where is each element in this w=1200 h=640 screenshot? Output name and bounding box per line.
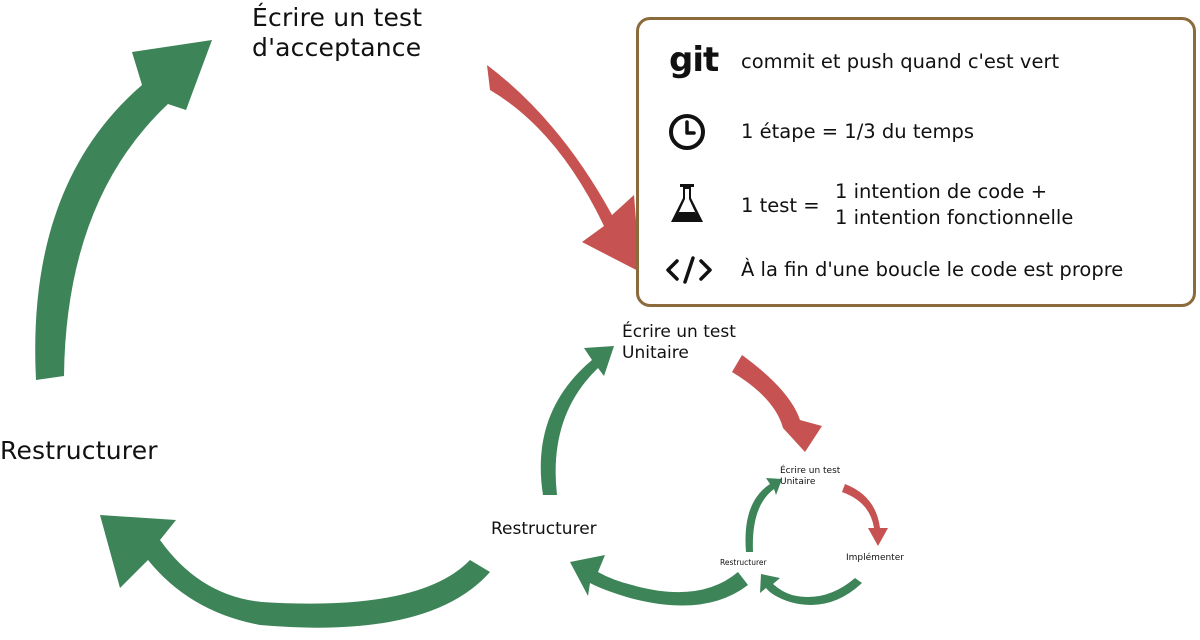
outer-refactor-label: Restructurer [0, 436, 158, 465]
inner-arrow-refactor-to-write [745, 478, 782, 552]
rule-timer-text: 1 étape = 1/3 du temps [741, 120, 975, 143]
outer-arrow-refactor-to-write [35, 40, 213, 380]
middle-arrow-write-to-implement [732, 355, 822, 452]
rule-git-text: commit et push quand c'est vert [741, 50, 1060, 73]
rules-panel: git commit et push quand c'est vert 1 ét… [636, 17, 1196, 307]
outer-arrow-write-to-implement [487, 65, 640, 272]
inner-arrow-implement-to-refactor [760, 574, 862, 605]
inner-refactor-label: Restructurer [720, 558, 767, 567]
middle-refactor-label: Restructurer [491, 519, 597, 539]
inner-arrow-write-to-implement [842, 484, 888, 546]
outer-write-test-label: Écrire un test d'acceptance [252, 3, 423, 62]
middle-arrow-refactor-to-write [540, 346, 614, 495]
inner-implement-label: Implémenter [846, 553, 904, 563]
middle-write-test-label: Écrire un test Unitaire [622, 322, 736, 363]
rule-test-line2: 1 intention fonctionnelle [835, 206, 1074, 229]
rule-test-line1: 1 intention de code + [835, 180, 1048, 203]
inner-write-test-label: Écrire un test Unitaire [780, 466, 841, 487]
rule-clean-text: À la fin d'une boucle le code est propre [741, 258, 1124, 281]
outer-arrow-implement-to-refactor [100, 515, 490, 628]
code-icon [666, 256, 712, 284]
git-logo: git [669, 40, 719, 80]
flask-icon [671, 184, 703, 222]
clock-icon [669, 114, 705, 150]
middle-arrow-implement-to-refactor [570, 555, 748, 606]
rule-test-prefix: 1 test = [741, 194, 820, 217]
